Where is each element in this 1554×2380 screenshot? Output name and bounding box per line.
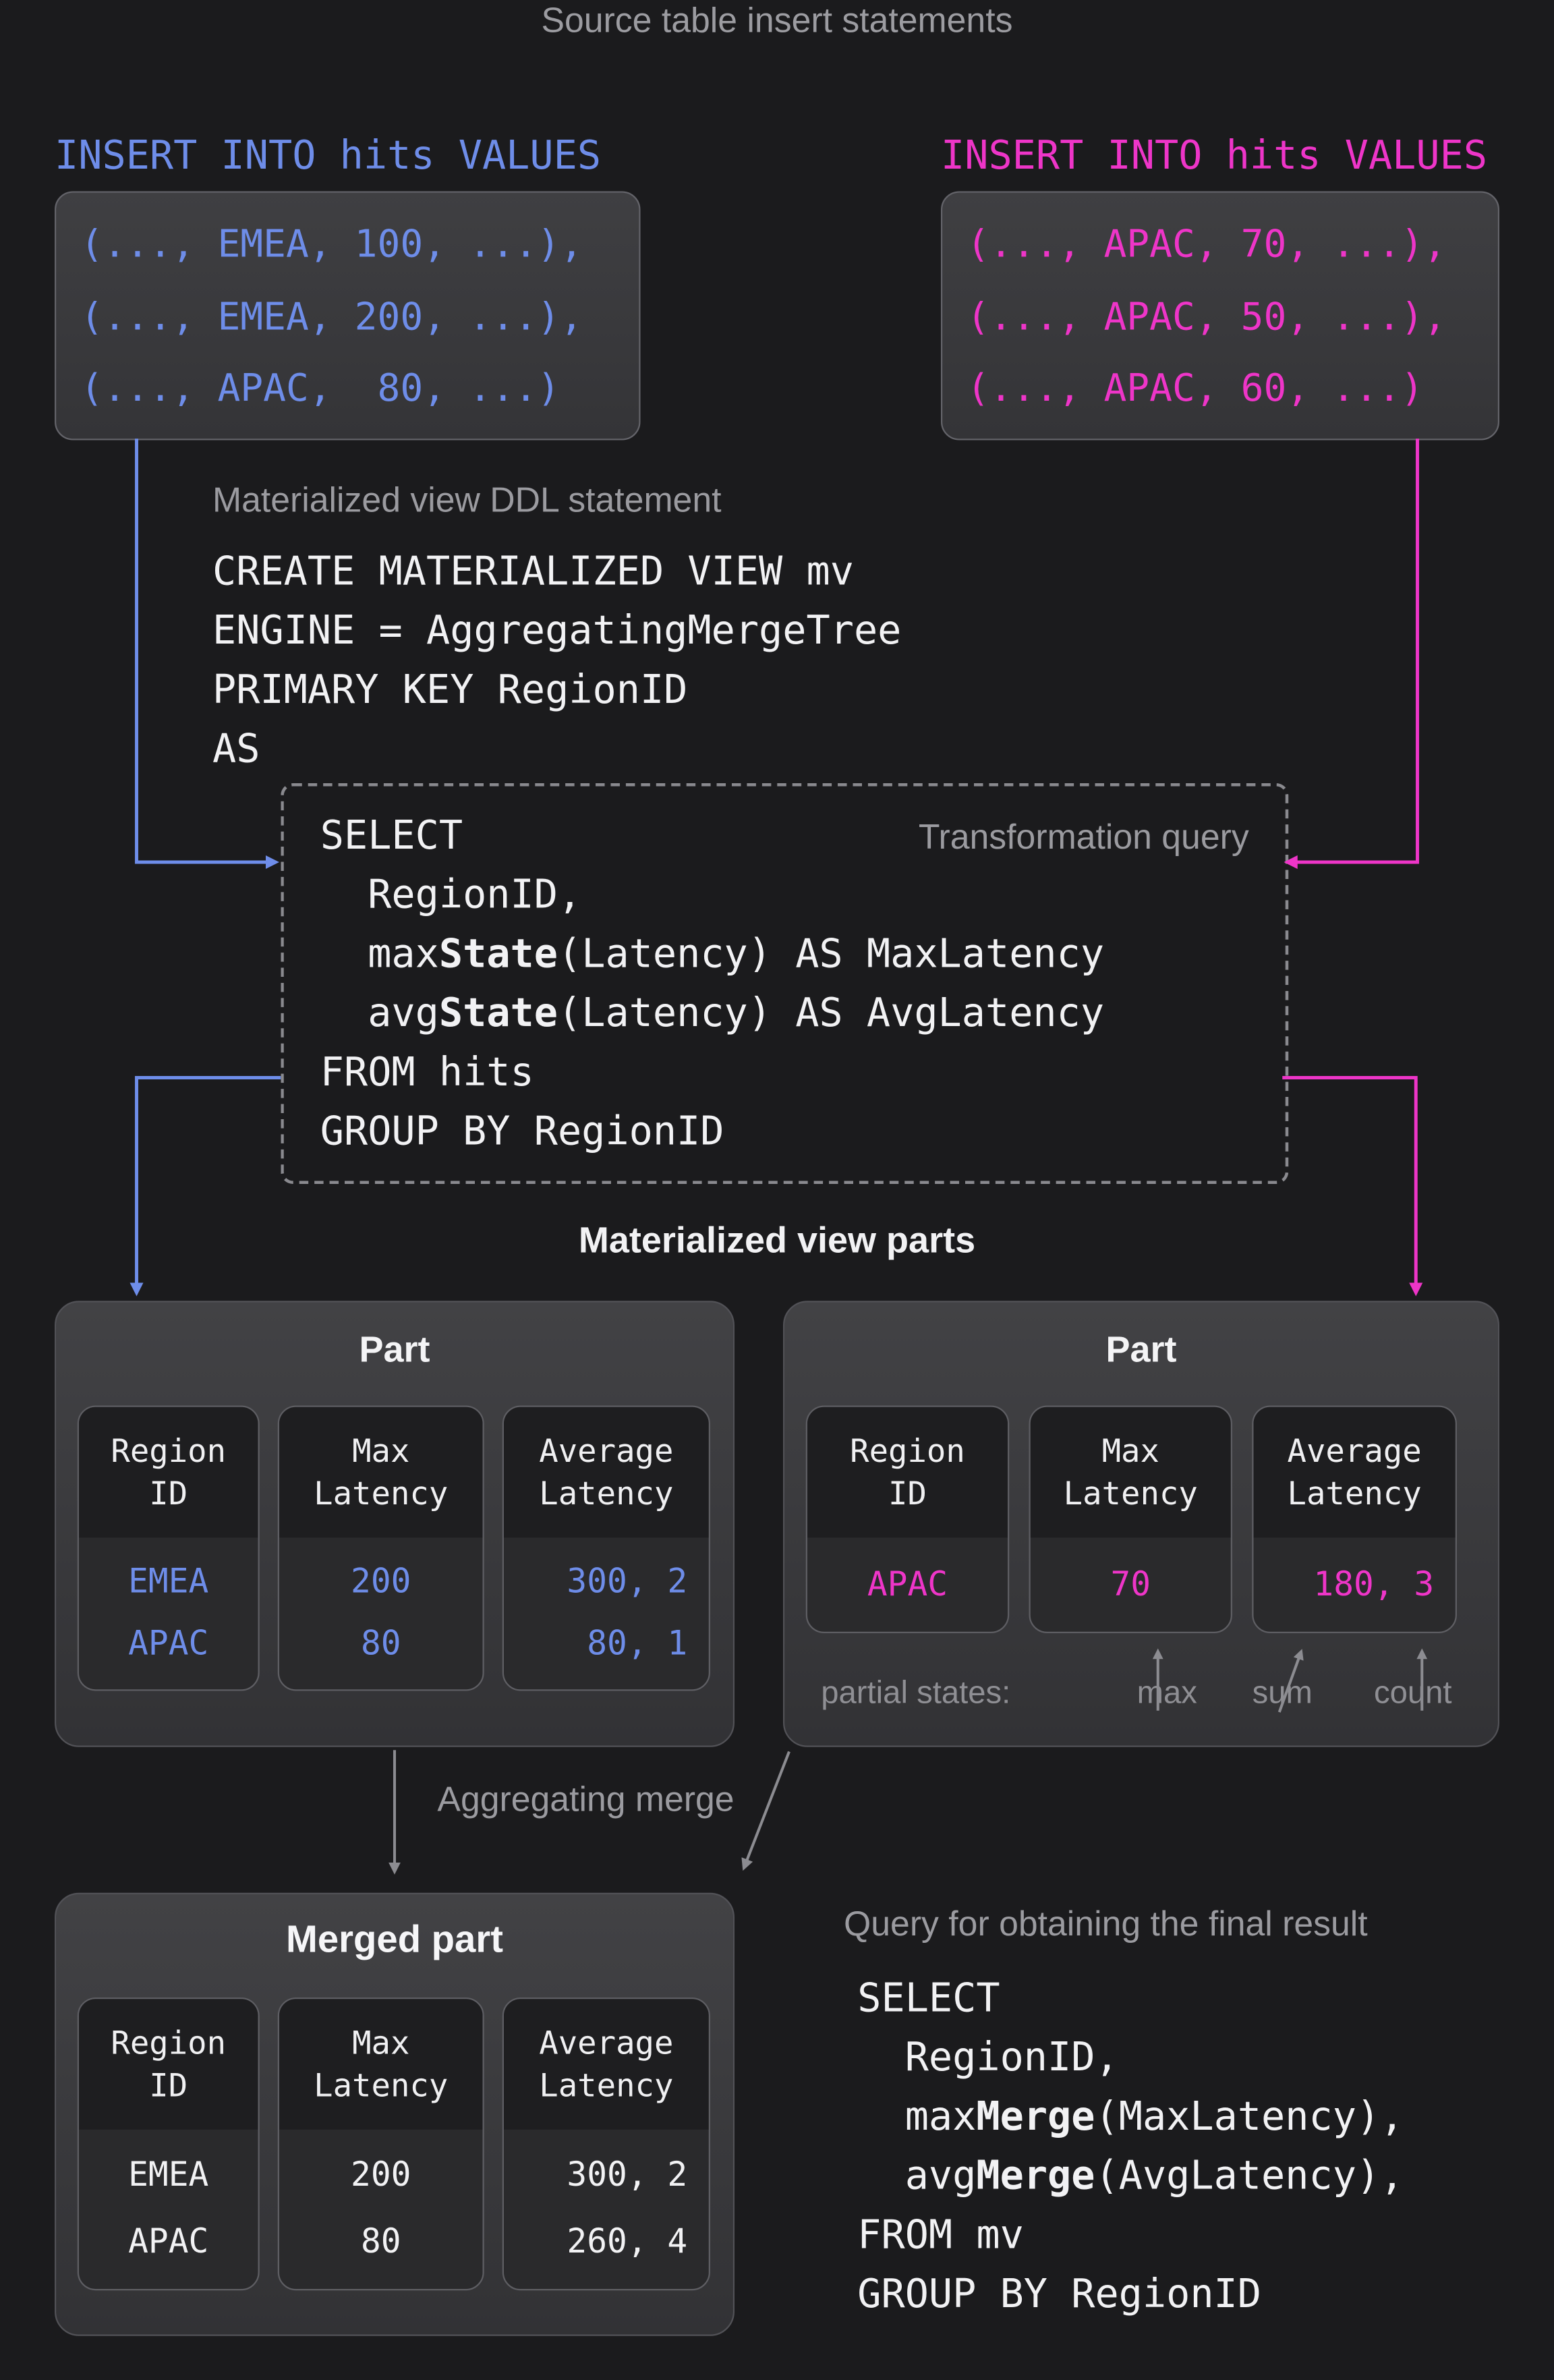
column-header: Region ID [79, 1407, 258, 1538]
table-cell: EMEA [128, 2157, 209, 2196]
table-cell: 200 [351, 2157, 411, 2196]
partial-state-max-label: max [1136, 1676, 1197, 1711]
partial-states-label: partial states: [821, 1676, 1011, 1711]
table-cell: 300, 2 [567, 2157, 688, 2196]
merged-column-max: Max Latency 200 80 [277, 1998, 484, 2291]
column-header: Region ID [807, 1407, 1008, 1538]
table-cell: 70 [1110, 1565, 1151, 1604]
part-right-title: Part [1105, 1330, 1177, 1371]
column-header: Average Latency [1253, 1407, 1456, 1538]
insert-right-label: INSERT INTO hits VALUES [941, 134, 1488, 179]
insert-left-label: INSERT INTO hits VALUES [55, 134, 602, 179]
transformation-query-code: SELECT RegionID, maxState(Latency) AS Ma… [320, 814, 1105, 1156]
table-cell: APAC [128, 1626, 209, 1664]
table-cell: EMEA [128, 1562, 209, 1601]
part-box-right: Part Region ID APAC Max Latency 70 Avera… [783, 1301, 1499, 1747]
materialized-view-parts-title: Materialized view parts [578, 1220, 976, 1262]
table-cell: 300, 2 [567, 1562, 688, 1601]
part-right-column-avg: Average Latency 180, 3 [1252, 1405, 1457, 1633]
final-query-code: SELECT RegionID, maxMerge(MaxLatency), a… [857, 1976, 1404, 2318]
transformation-query-box: Transformation query SELECT RegionID, ma… [281, 783, 1289, 1184]
table-cell: 180, 3 [1313, 1565, 1435, 1604]
column-header: Region ID [79, 1999, 258, 2130]
merged-column-avg: Average Latency 300, 2 260, 4 [502, 1998, 710, 2291]
aggregating-merge-label: Aggregating merge [437, 1779, 735, 1819]
part-left-column-region: Region ID EMEA APAC [77, 1405, 260, 1691]
merged-part-box: Merged part Region ID EMEA APAC Max Late… [55, 1892, 735, 2336]
table-cell: 260, 4 [567, 2223, 688, 2261]
table-cell: APAC [867, 1565, 948, 1604]
table-cell: APAC [128, 2223, 209, 2261]
table-cell: 80, 1 [587, 1626, 688, 1664]
merged-part-title: Merged part [286, 1919, 503, 1961]
column-header: Max Latency [1030, 1407, 1231, 1538]
insert-box-right: (..., APAC, 70, ...),(..., APAC, 50, ...… [941, 191, 1499, 441]
merged-column-region: Region ID EMEA APAC [77, 1998, 260, 2291]
insert-box-left: (..., EMEA, 100, ...),(..., EMEA, 200, .… [55, 191, 641, 441]
column-header: Average Latency [504, 1407, 709, 1538]
column-header: Max Latency [279, 1999, 483, 2130]
magenta-arrow-insert-to-query [1284, 438, 1419, 870]
insert-right-rows: (..., APAC, 70, ...),(..., APAC, 50, ...… [967, 221, 1447, 411]
part-right-column-region: Region ID APAC [805, 1405, 1010, 1633]
page-title: Source table insert statements [541, 0, 1013, 40]
part-left-column-max: Max Latency 200 80 [277, 1405, 484, 1691]
column-header: Max Latency [279, 1407, 483, 1538]
ddl-label: Materialized view DDL statement [212, 480, 722, 519]
table-cell: 80 [360, 2223, 401, 2261]
part-box-left: Part Region ID EMEA APAC Max Latency 200… [55, 1301, 735, 1747]
part-left-title: Part [359, 1330, 430, 1371]
transformation-query-label: Transformation query [918, 816, 1249, 857]
column-header: Average Latency [504, 1999, 709, 2130]
final-query-label: Query for obtaining the final result [844, 1903, 1368, 1944]
table-cell: 200 [351, 1562, 411, 1601]
table-cell: 80 [360, 1626, 401, 1664]
part-right-column-max: Max Latency 70 [1029, 1405, 1232, 1633]
insert-left-rows: (..., EMEA, 100, ...),(..., EMEA, 200, .… [80, 221, 583, 411]
partial-state-sum-label: sum [1252, 1676, 1313, 1711]
partial-state-count-label: count [1373, 1676, 1452, 1711]
part-left-column-avg: Average Latency 300, 2 80, 1 [502, 1405, 710, 1691]
